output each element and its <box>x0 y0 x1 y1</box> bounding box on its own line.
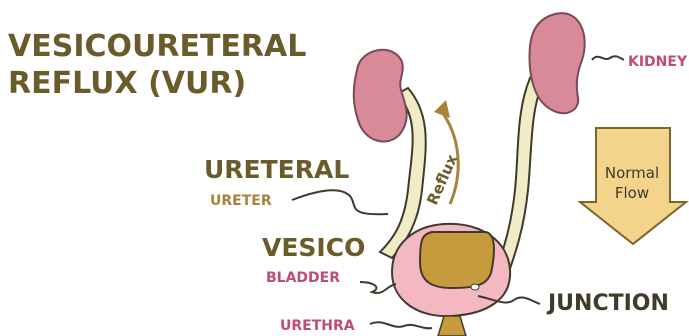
title-line-2: REFLUX (VUR) <box>8 66 246 101</box>
urethra-label: URETHRA <box>280 318 355 334</box>
urethra-shape <box>438 316 466 336</box>
junction-term: JUNCTION <box>546 291 669 316</box>
kidney-leader <box>592 56 624 60</box>
vesico-term: VESICO <box>262 233 365 262</box>
normal-flow-label-2: Flow <box>615 184 649 202</box>
bladder-label: BLADDER <box>266 270 340 286</box>
kidney-label: KIDNEY <box>628 54 688 70</box>
left-kidney <box>354 50 407 142</box>
bladder-leader <box>360 282 396 293</box>
normal-flow-label-1: Normal <box>605 164 659 182</box>
ureter-label: URETER <box>210 193 272 209</box>
reflux-arrowhead <box>434 100 450 118</box>
title-line-1: VESICOURETERAL <box>8 29 306 64</box>
ureter-opening <box>471 284 479 290</box>
ureter-leader <box>292 190 388 214</box>
urine <box>420 232 494 288</box>
ureteral-term: URETERAL <box>204 155 349 184</box>
urethra-leader <box>370 322 432 328</box>
